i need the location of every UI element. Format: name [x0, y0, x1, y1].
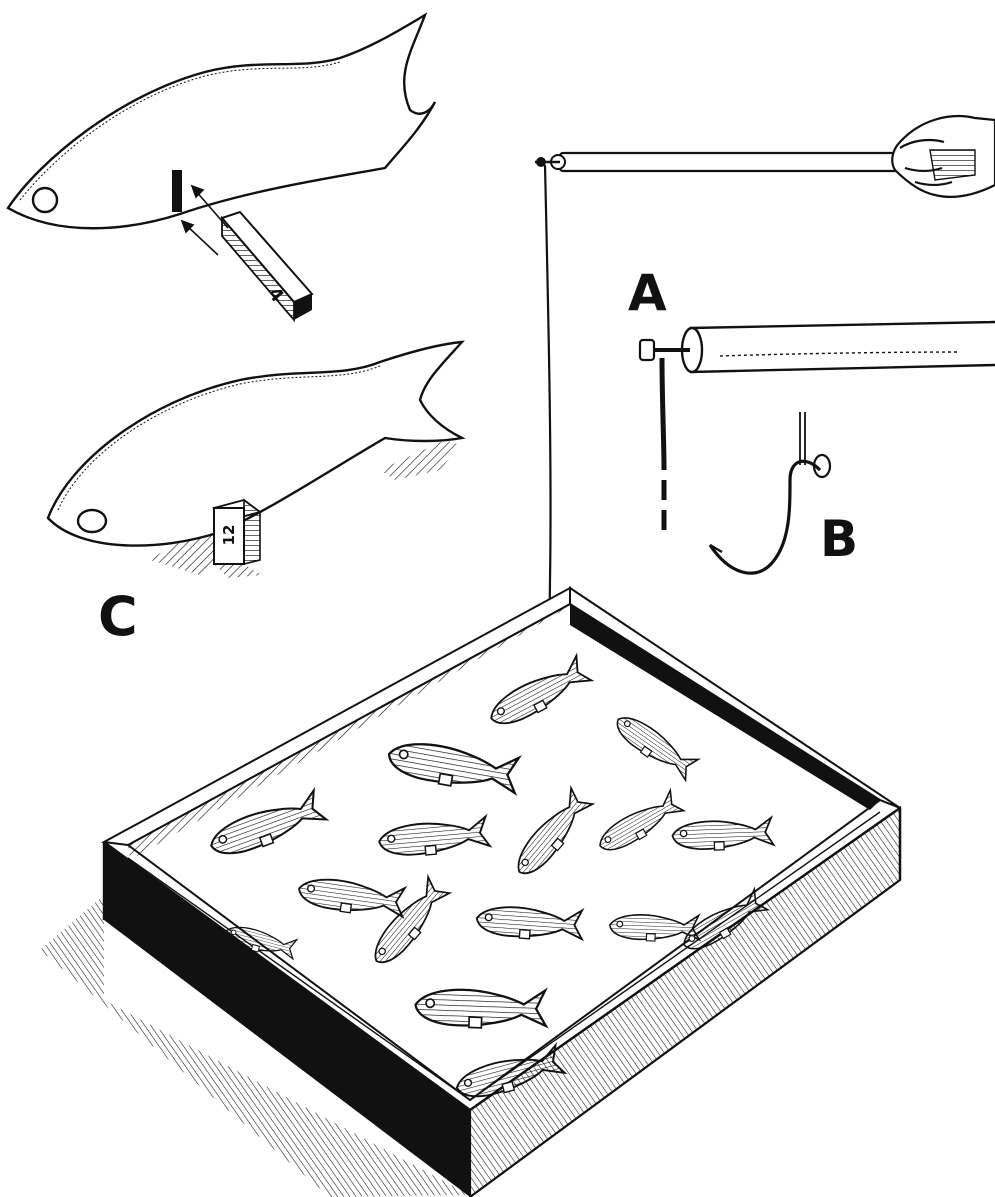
hook-detail-b: [710, 412, 830, 573]
tray-box-icon: [40, 588, 900, 1197]
label-c: C: [98, 585, 138, 648]
top-fish-number-tag: 4: [222, 212, 312, 320]
top-fish-outline: [8, 15, 435, 228]
middle-fish-number-tag: 12: [214, 500, 260, 564]
top-fish-slot: [172, 170, 182, 212]
rod-detail-a: [640, 318, 995, 530]
top-fish-diagram: 4: [8, 15, 435, 320]
label-b: B: [820, 510, 858, 568]
middle-fish-diagram: 12: [48, 342, 462, 578]
top-fish-eye-icon: [33, 188, 57, 212]
middle-fish-tag-number: 12: [220, 525, 238, 546]
rod-detail-line: [662, 358, 664, 530]
middle-fish-eye-icon: [78, 510, 106, 532]
hand-icon: [892, 116, 995, 197]
hook-detail-icon: [710, 461, 820, 573]
label-a: A: [628, 264, 667, 322]
